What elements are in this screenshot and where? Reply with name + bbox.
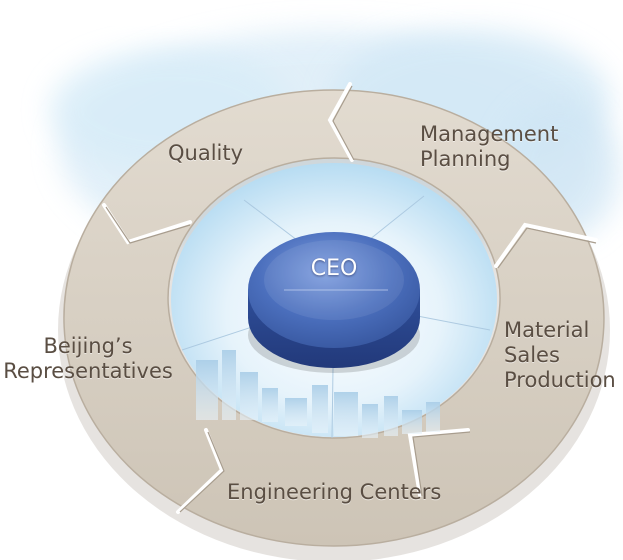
segment-label-line: Material xyxy=(504,318,590,342)
segment-quality-label: Quality xyxy=(168,141,244,165)
city-skyline xyxy=(196,350,440,438)
segment-label-line: Management xyxy=(420,122,559,146)
segment-management-planning: Management Planning xyxy=(420,122,558,172)
segment-quality: Quality xyxy=(168,141,243,166)
ring-dividers xyxy=(102,82,598,514)
ceo-disc xyxy=(248,232,420,373)
ceo-label: CEO xyxy=(310,256,358,281)
segment-label-line: Production xyxy=(504,368,616,392)
segment-material-sales-production: Material Sales Production xyxy=(504,318,616,393)
segment-label-line: Beijing’s xyxy=(43,334,133,358)
segment-label-line: Sales xyxy=(504,343,560,367)
segment-label-line: Representatives xyxy=(3,359,173,383)
segment-label-line: Planning xyxy=(420,147,511,171)
segment-beijing-representatives: Beijing’s Representatives xyxy=(0,334,176,384)
segment-engineering-centers-label: Engineering Centers xyxy=(227,480,442,504)
ring-divider-edges xyxy=(105,85,597,513)
segment-engineering-centers: Engineering Centers xyxy=(227,480,441,505)
